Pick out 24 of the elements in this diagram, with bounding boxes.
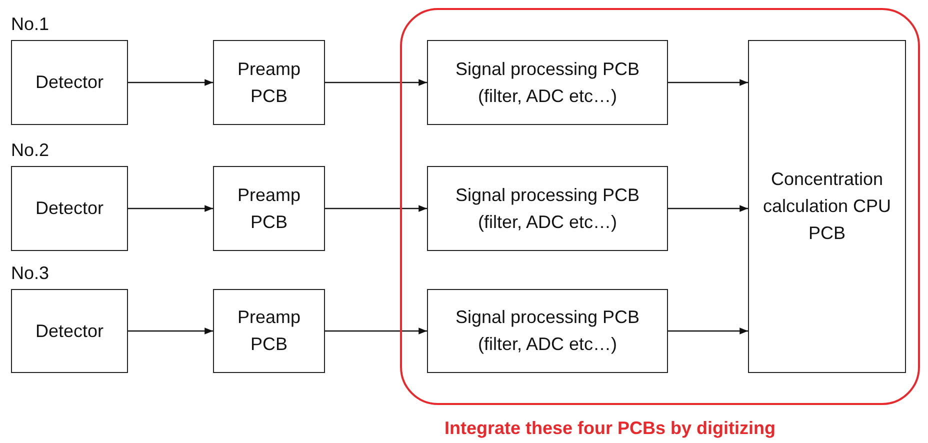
arrow	[668, 205, 748, 212]
process-box: Preamp PCB	[213, 40, 325, 125]
process-box: Signal processing PCB (filter, ADC etc…)	[427, 166, 668, 251]
process-box: Detector	[11, 289, 128, 373]
process-box: Detector	[11, 166, 128, 251]
row-label: No.2	[11, 140, 50, 160]
arrow	[668, 328, 748, 334]
process-box: Concentration calculation CPU PCB	[748, 40, 906, 373]
row-label: No.3	[11, 263, 50, 283]
row-label: No.1	[11, 14, 50, 34]
arrow	[325, 79, 427, 86]
group-frame	[400, 8, 920, 405]
process-box: Preamp PCB	[213, 289, 325, 373]
arrow	[128, 79, 213, 86]
arrow	[128, 205, 213, 212]
process-box: Preamp PCB	[213, 166, 325, 251]
arrow	[325, 205, 427, 212]
arrow	[668, 79, 748, 86]
arrow	[128, 328, 213, 334]
process-box: Signal processing PCB (filter, ADC etc…)	[427, 40, 668, 125]
process-box: Detector	[11, 40, 128, 125]
arrow	[325, 328, 427, 334]
process-box: Signal processing PCB (filter, ADC etc…)	[427, 289, 668, 373]
group-caption: Integrate these four PCBs by digitizing	[444, 417, 776, 439]
